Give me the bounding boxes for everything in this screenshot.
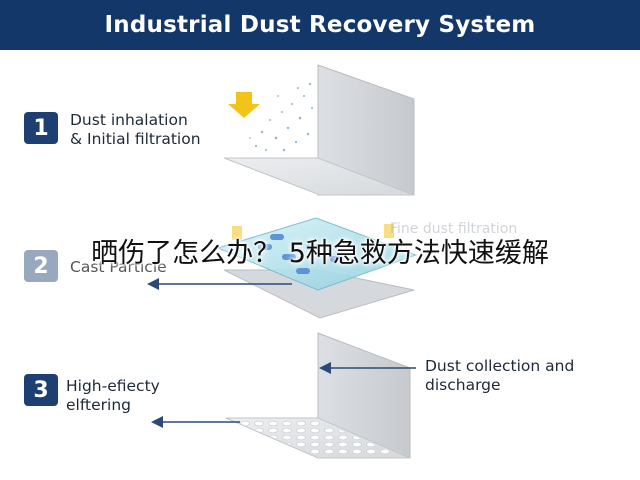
stage-1-panel	[223, 64, 415, 196]
dust-collection-label: Dust collection and discharge	[425, 357, 575, 394]
inflow-arrow-icon	[228, 92, 260, 118]
dust-particles	[249, 82, 313, 152]
faded-marker-icon	[232, 226, 242, 240]
page-title: Industrial Dust Recovery System	[104, 12, 536, 38]
header-bar: Industrial Dust Recovery System	[0, 0, 640, 50]
step-3-badge: 3	[24, 374, 58, 406]
step-3-label: High-efiecty elftering	[66, 377, 160, 414]
step-1-label: Dust inhalation & Initial filtration	[70, 111, 201, 148]
perforated-filter	[232, 420, 402, 456]
stage-2-filter-plate	[216, 217, 418, 291]
step-2-badge: 2	[24, 250, 58, 282]
captured-particles	[258, 234, 344, 274]
stage-1-floor	[223, 157, 415, 196]
step-1-badge: 1	[24, 112, 58, 144]
stage-3-panel	[151, 332, 416, 459]
faded-marker-icon	[384, 224, 394, 238]
faded-callout-text: Fine dust filtration	[390, 221, 517, 237]
overlay-caption: 晒伤了怎么办？ 5种急救方法快速缓解	[91, 237, 549, 269]
stage-2-panel	[147, 217, 418, 319]
step-2-label: Cast Particle	[70, 258, 167, 276]
